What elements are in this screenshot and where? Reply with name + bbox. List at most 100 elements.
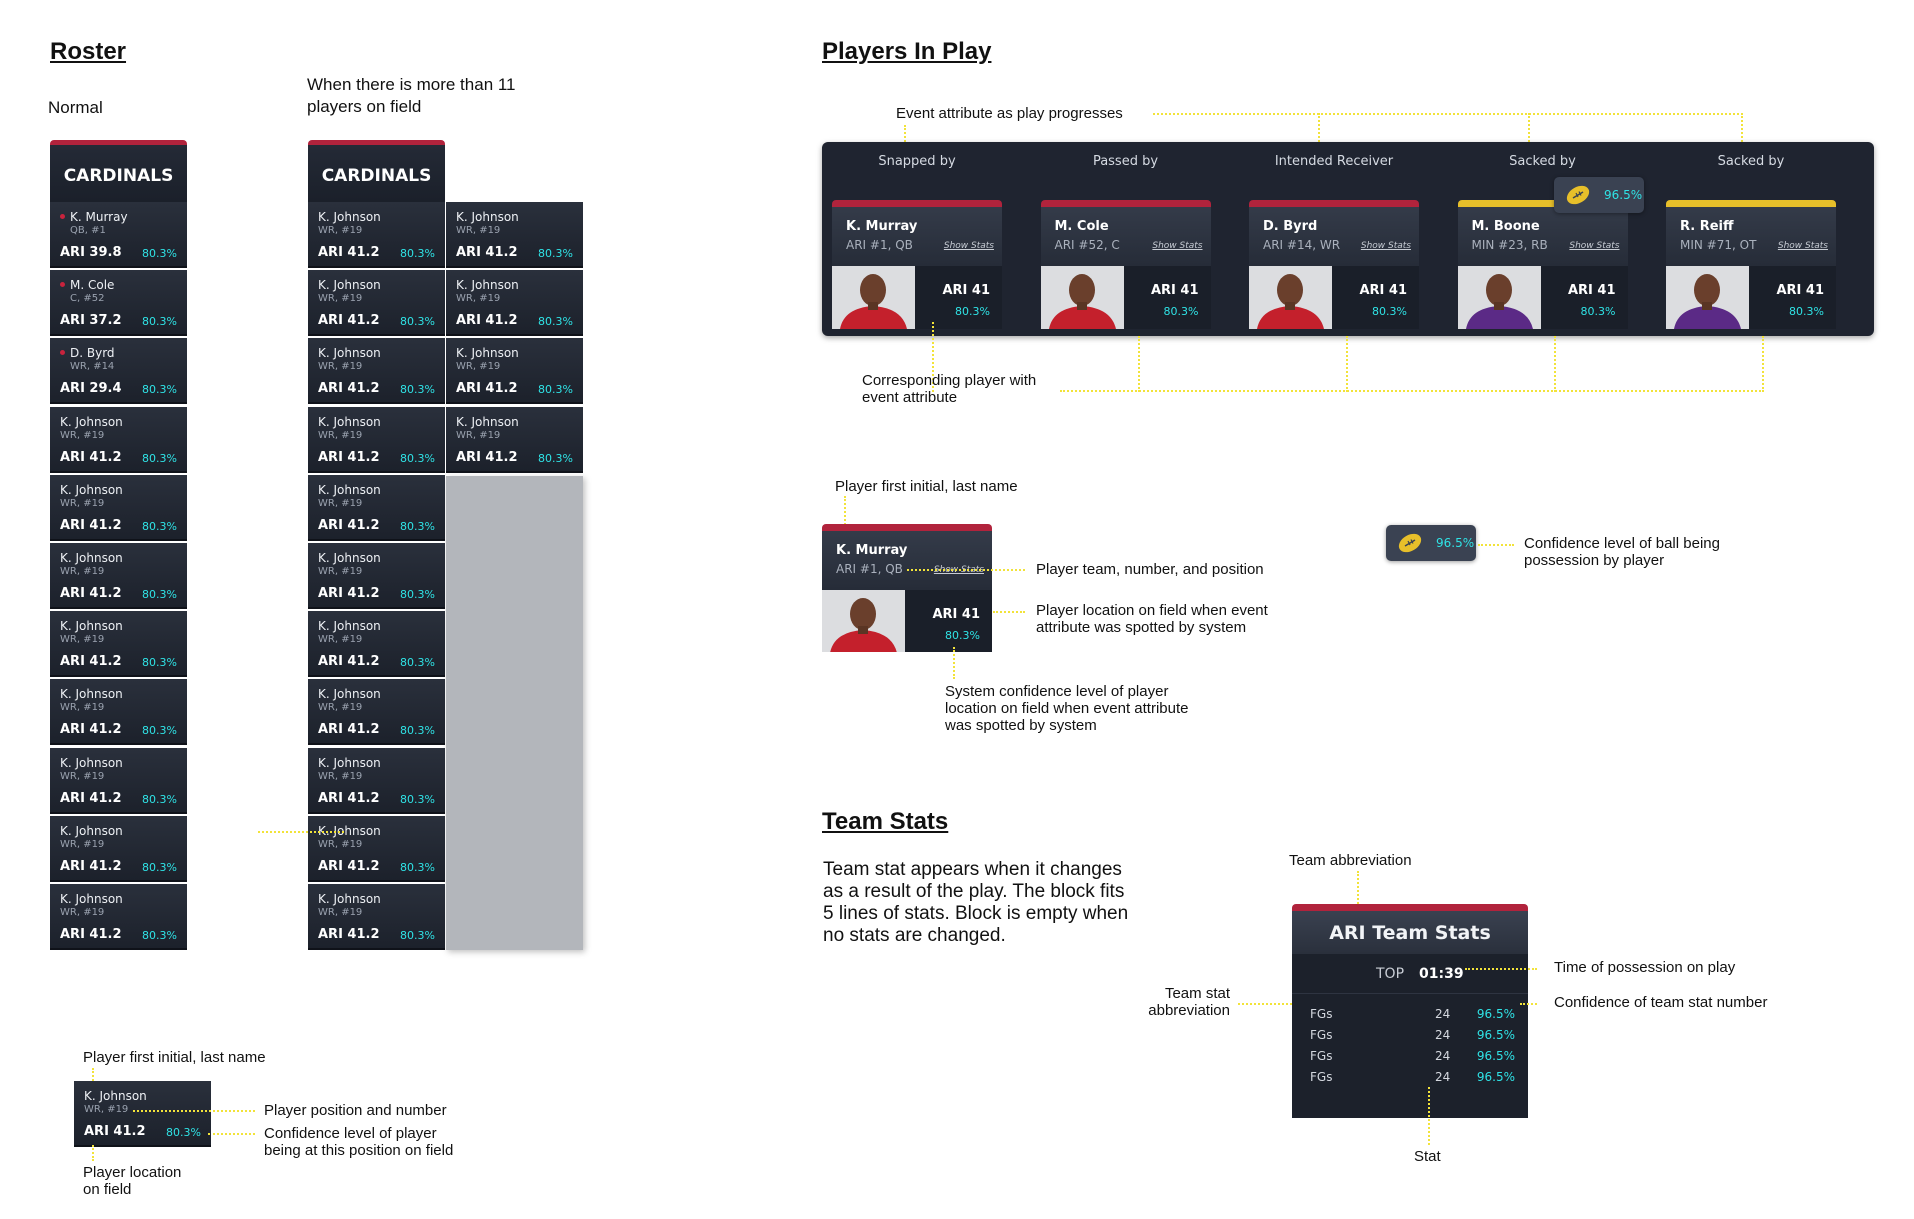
player-position: WR, #19 (456, 293, 501, 305)
player-name: K. Johnson (318, 278, 381, 293)
event-attribute-label: Sacked by (1717, 154, 1785, 169)
player-name: K. Johnson (318, 551, 381, 565)
player-position: WR, #19 (456, 361, 501, 373)
player-location: ARI 41.2 (318, 722, 380, 738)
player-location: ARI 41.2 (318, 313, 380, 329)
annotation-line (208, 1133, 255, 1135)
annotation-line (92, 1068, 94, 1085)
play-legend-loc-label-1: Player location on field when event (1036, 602, 1268, 619)
card-header (1457, 207, 1628, 266)
stat-confidence: 96.5% (1476, 1028, 1515, 1042)
player-name: M. Boone (1471, 219, 1540, 234)
show-stats-link[interactable]: Show Stats (943, 241, 994, 251)
player-position: WR, #19 (318, 225, 363, 236)
show-stats-link[interactable]: Show Stats (1360, 241, 1411, 251)
stat-abbreviation: FGs (1310, 1070, 1333, 1084)
show-stats-link[interactable]: Show Stats (1152, 241, 1203, 251)
player-position: WR, #19 (318, 702, 363, 714)
show-stats-link[interactable]: Show Stats (1569, 241, 1620, 251)
player-position: WR, #19 (84, 1104, 129, 1115)
roster-team-header: CARDINALS (50, 140, 187, 207)
stat-abbr-label-2: abbreviation (1148, 1002, 1230, 1019)
player-location: ARI 41.2 (60, 517, 122, 533)
top-desc-label: Time of possession on play (1554, 959, 1736, 976)
player-name: K. Johnson (60, 551, 123, 565)
play-title: Players In Play (822, 38, 992, 65)
player-location: ARI 41.2 (318, 927, 380, 942)
ball-confidence: 96.5% (1436, 536, 1475, 550)
overflow-caption-1: When there is more than 11 (307, 75, 516, 94)
player-name: D. Byrd (70, 346, 115, 361)
player-name: M. Cole (1054, 219, 1109, 234)
player-confidence: 80.3% (538, 451, 573, 465)
ball-confidence: 96.5% (1604, 188, 1643, 202)
player-location: ARI 41 (1150, 283, 1199, 298)
player-photo (1457, 266, 1541, 329)
player-location: ARI 41 (1776, 283, 1824, 298)
player-location: ARI 41.2 (456, 449, 518, 465)
annotation-line (1318, 113, 1320, 149)
annotation-line (1060, 390, 1764, 392)
player-confidence: 80.3% (400, 929, 435, 942)
annotation-line (1520, 1003, 1537, 1005)
player-confidence: 80.3% (400, 860, 435, 874)
player-info: ARI #52, C (1054, 238, 1120, 252)
player-location: ARI 41.2 (318, 381, 380, 397)
player-name: D. Byrd (1263, 219, 1318, 234)
card-header (1249, 207, 1419, 266)
annotation-line (1741, 113, 1743, 149)
player-confidence: 80.3% (142, 860, 177, 874)
player-name: K. Johnson (456, 414, 519, 429)
player-location: ARI 41.2 (60, 722, 122, 738)
overflow-empty-area (446, 476, 583, 950)
annotation-line (904, 125, 906, 149)
player-confidence: 80.3% (142, 315, 177, 329)
player-name: K. Johnson (60, 755, 123, 770)
legend-ball-badge: 96.5% (1386, 525, 1476, 561)
player-confidence: 80.3% (1163, 305, 1199, 318)
player-info: MIN #23, RB (1471, 238, 1548, 252)
player-photo (1040, 266, 1124, 329)
player-info: ARI #1, QB (836, 562, 903, 576)
description-line: 5 lines of stats. Block is empty when (823, 903, 1129, 924)
player-name: K. Johnson (84, 1089, 147, 1103)
stat-value: 24 (1435, 1028, 1451, 1042)
player-location: ARI 41 (1567, 283, 1616, 298)
show-stats-link[interactable]: Show Stats (1777, 241, 1828, 251)
football-icon (1398, 533, 1422, 553)
annotation-line (1138, 336, 1140, 392)
